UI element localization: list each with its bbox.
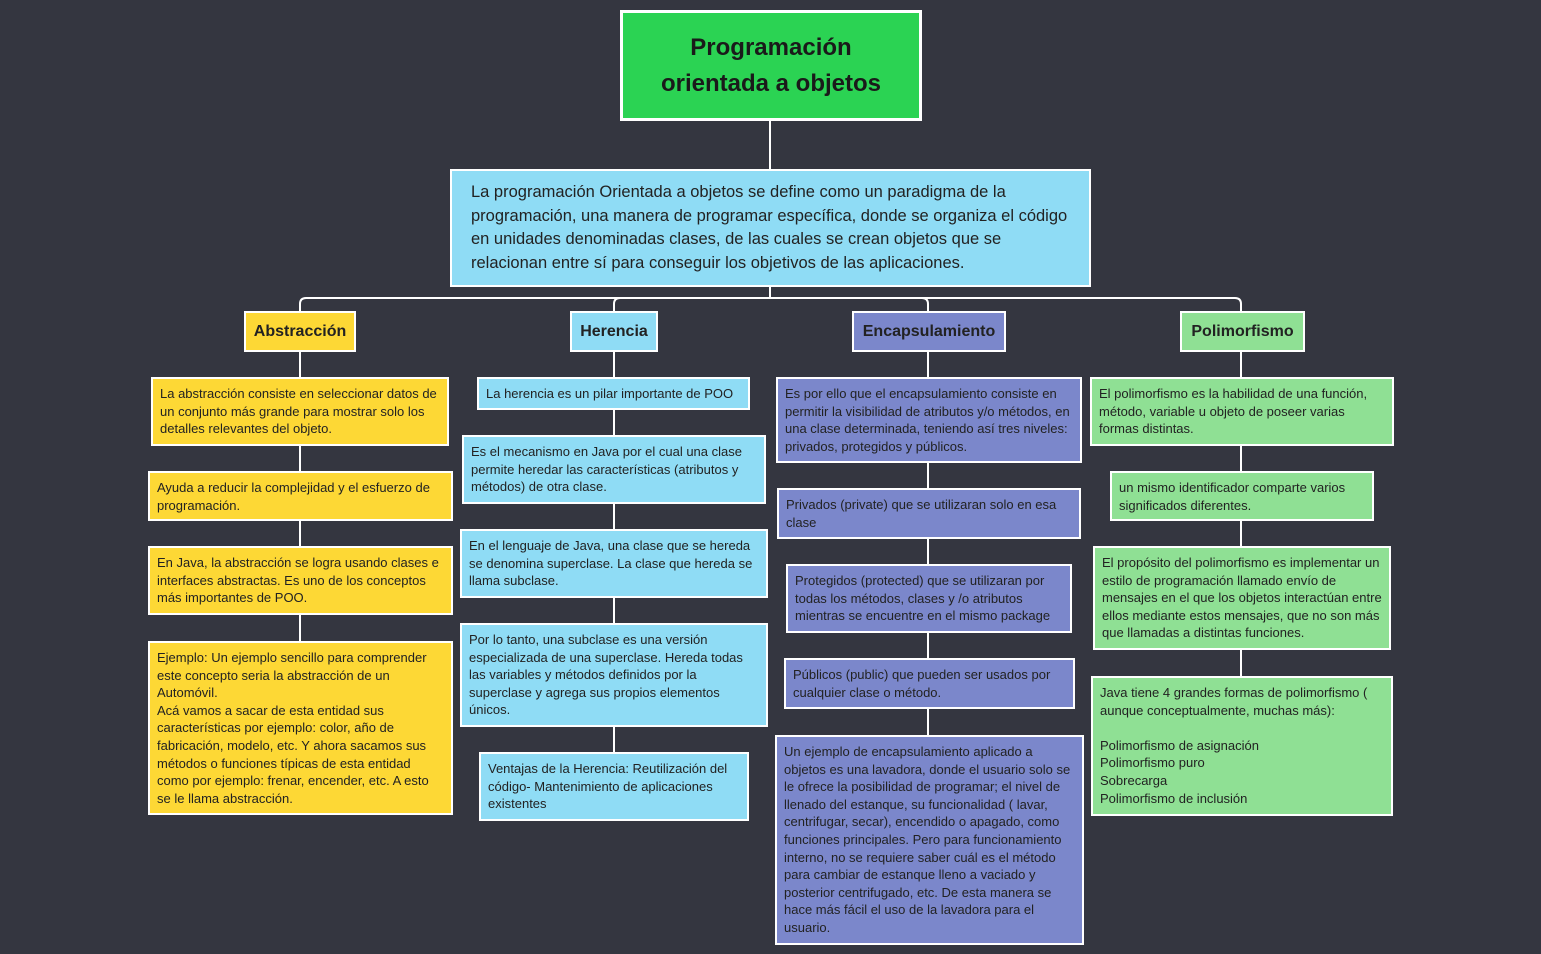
polimorfismo-item: El polimorfismo es la habilidad de una f… [1090, 377, 1394, 446]
encapsulamiento-item: Es por ello que el encapsulamiento consi… [776, 377, 1082, 463]
herencia-item: Ventajas de la Herencia: Reutilización d… [479, 752, 749, 821]
encapsulamiento-item: Un ejemplo de encapsulamiento aplicado a… [775, 735, 1084, 945]
polimorfismo-item: Java tiene 4 grandes formas de polimorfi… [1091, 676, 1393, 816]
herencia-item: En el lenguaje de Java, una clase que se… [460, 529, 768, 598]
abstraccion-item: La abstracción consiste en seleccionar d… [151, 377, 449, 446]
connector [613, 297, 621, 311]
polimorfismo-item: un mismo identificador comparte varios s… [1110, 471, 1374, 521]
encapsulamiento-item: Protegidos (protected) que se utilizaran… [786, 564, 1072, 633]
abstraccion-item: Ejemplo: Un ejemplo sencillo para compre… [148, 641, 453, 815]
page-title: Programación orientada a objetos [620, 10, 922, 121]
connector [921, 297, 929, 311]
encapsulamiento-item: Privados (private) que se utilizaran sol… [777, 488, 1081, 539]
category-herencia: Herencia [570, 311, 658, 352]
category-encapsulamiento: Encapsulamiento [852, 311, 1006, 352]
category-abstraccion: Abstracción [244, 311, 356, 352]
connector [299, 297, 1242, 311]
herencia-item: La herencia es un pilar importante de PO… [477, 377, 750, 410]
herencia-item: Por lo tanto, una subclase es una versió… [460, 623, 768, 727]
herencia-item: Es el mecanismo en Java por el cual una … [462, 435, 766, 504]
definition-box: La programación Orientada a objetos se d… [450, 169, 1091, 287]
category-polimorfismo: Polimorfismo [1180, 311, 1305, 352]
encapsulamiento-item: Públicos (public) que pueden ser usados … [784, 658, 1075, 709]
polimorfismo-item: El propósito del polimorfismo es impleme… [1093, 546, 1391, 650]
abstraccion-item: Ayuda a reducir la complejidad y el esfu… [148, 471, 453, 521]
abstraccion-item: En Java, la abstracción se logra usando … [148, 546, 453, 615]
